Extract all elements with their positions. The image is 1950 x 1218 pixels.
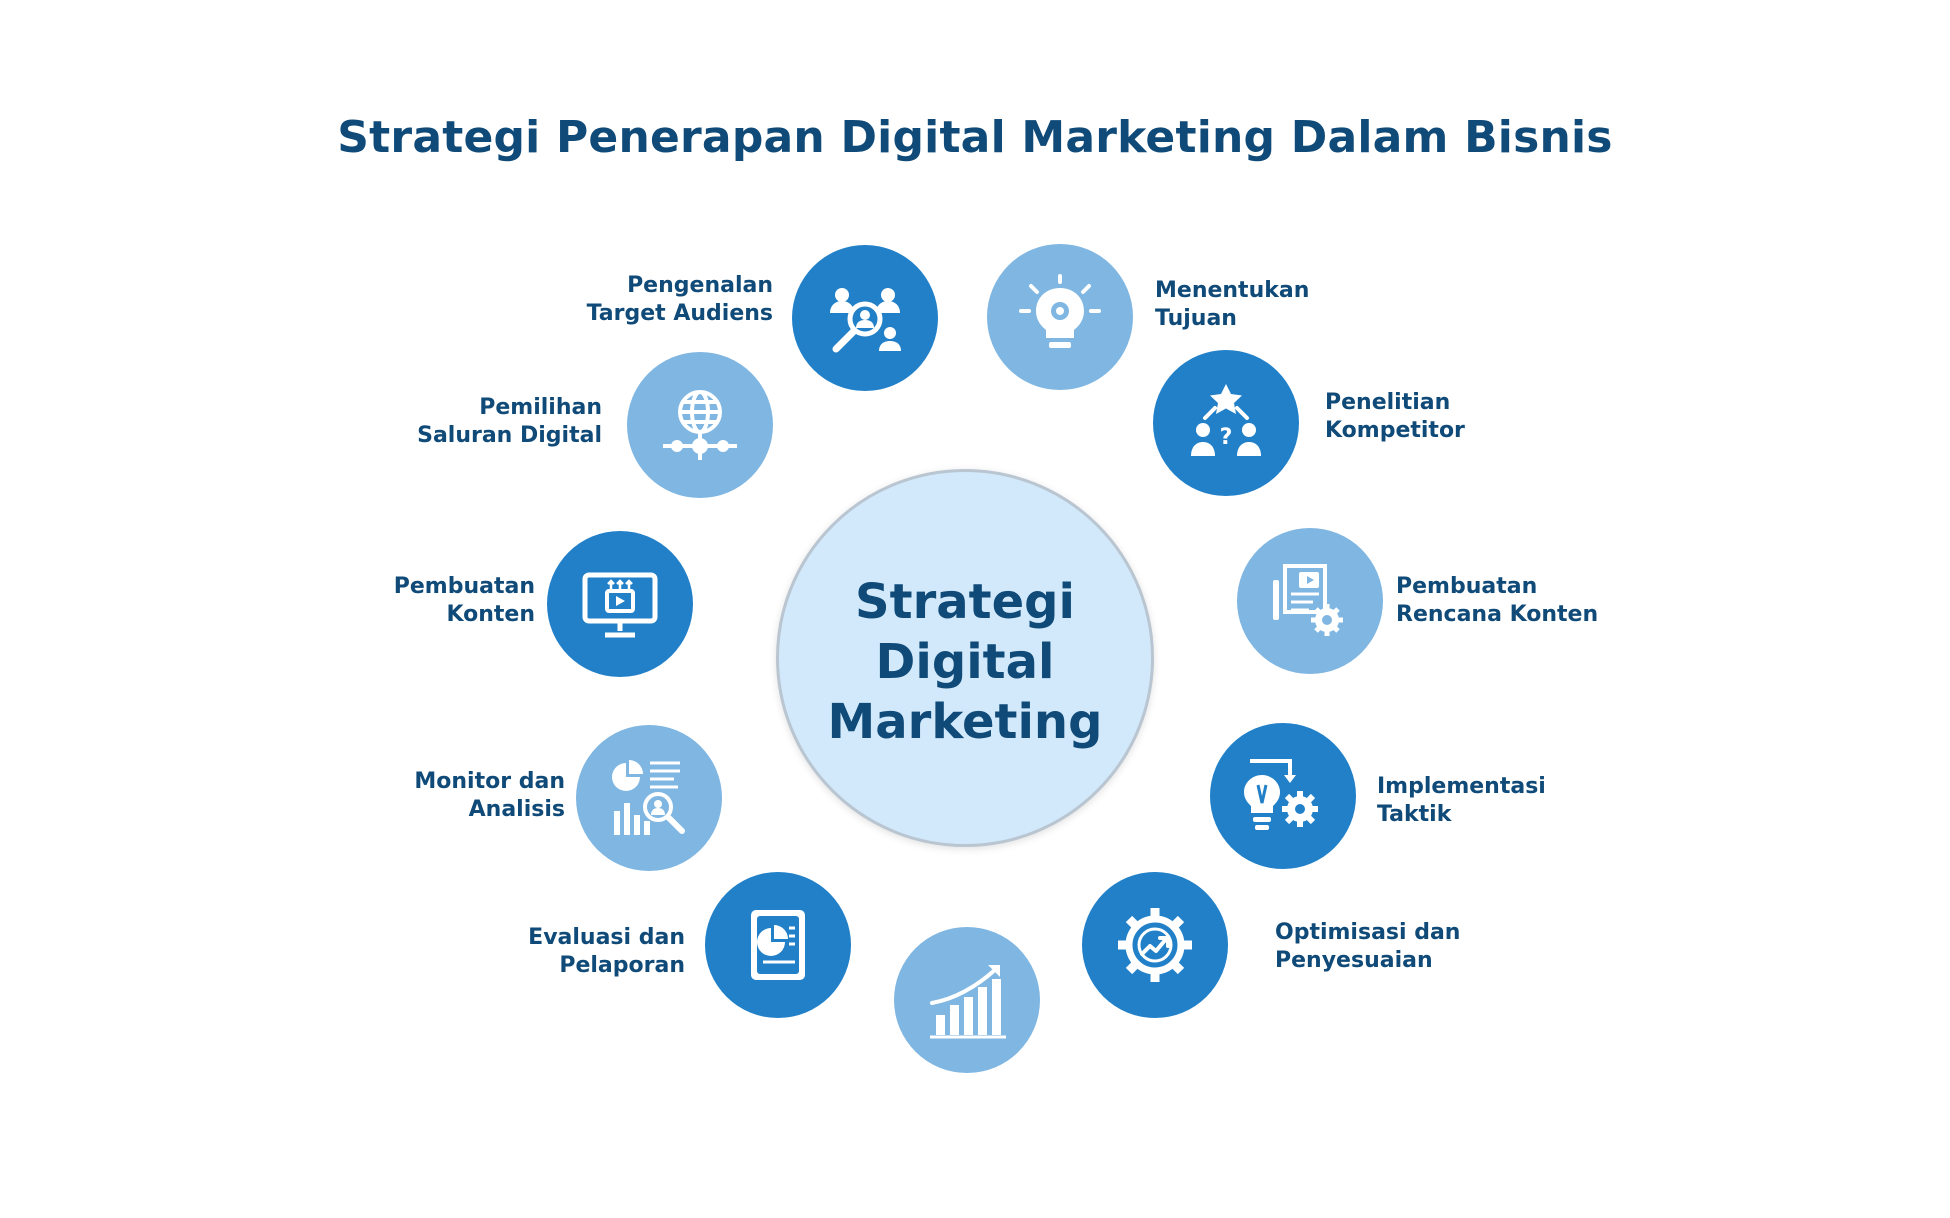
report-chart-icon <box>751 910 805 980</box>
label-line: Pembuatan <box>1396 574 1538 599</box>
label-line: Pelaporan <box>559 953 685 978</box>
node-competitor-research: ? <box>1153 350 1299 496</box>
label-line: Pembuatan <box>393 574 535 599</box>
label-line: Penelitian <box>1325 390 1451 415</box>
label-line: Kompetitor <box>1325 418 1465 443</box>
node-evaluation-reporting <box>705 872 851 1018</box>
label-tactics-implementation: Implementasi Taktik <box>1377 773 1546 829</box>
center-label-line3: Marketing <box>827 694 1103 750</box>
label-line: Saluran Digital <box>417 423 602 448</box>
label-line: Taktik <box>1377 802 1452 827</box>
globe-network-icon <box>663 390 737 460</box>
center-label: Strategi Digital Marketing <box>779 572 1151 752</box>
label-line: Tujuan <box>1155 306 1237 331</box>
label-line: Pemilihan <box>479 395 602 420</box>
label-content-plan: Pembuatan Rencana Konten <box>1396 573 1598 629</box>
label-line: Target Audiens <box>586 301 773 326</box>
label-line: Rencana Konten <box>1396 602 1599 627</box>
lightbulb-gear-icon <box>1019 274 1101 348</box>
label-line: Optimisasi dan <box>1275 920 1461 945</box>
node-optimization <box>1082 872 1228 1018</box>
growth-bar-chart-icon <box>930 965 1006 1039</box>
label-line: Monitor dan <box>414 769 565 794</box>
analytics-search-icon <box>612 760 685 835</box>
label-set-goals: Menentukan Tujuan <box>1155 277 1309 333</box>
label-line: Menentukan <box>1155 278 1310 303</box>
label-digital-channel: Pemilihan Saluran Digital <box>417 394 602 450</box>
center-label-line2: Digital <box>875 634 1055 690</box>
label-line: Pengenalan <box>627 273 773 298</box>
label-line: Evaluasi dan <box>528 925 685 950</box>
label-monitor-analysis: Monitor dan Analisis <box>414 768 565 824</box>
node-growth <box>894 927 1040 1073</box>
node-content-plan <box>1237 528 1383 674</box>
label-line: Implementasi <box>1377 774 1546 799</box>
audience-search-icon <box>830 288 901 353</box>
label-optimization: Optimisasi dan Penyesuaian <box>1275 919 1460 975</box>
node-target-audience <box>792 245 938 391</box>
center-label-line1: Strategi <box>855 574 1075 630</box>
node-monitor-analysis <box>576 725 722 871</box>
label-competitor-research: Penelitian Kompetitor <box>1325 389 1465 445</box>
label-target-audience: Pengenalan Target Audiens <box>587 272 773 328</box>
competitor-star-icon: ? <box>1191 384 1261 456</box>
node-content-creation <box>547 531 693 677</box>
svg-text:?: ? <box>1220 425 1233 450</box>
label-line: Analisis <box>468 797 565 822</box>
label-content-creation: Pembuatan Konten <box>394 573 535 629</box>
label-line: Penyesuaian <box>1275 948 1433 973</box>
node-tactics-implementation <box>1210 723 1356 869</box>
node-digital-channel <box>627 352 773 498</box>
page-title: Strategi Penerapan Digital Marketing Dal… <box>337 112 1613 163</box>
idea-gear-icon <box>1244 759 1318 830</box>
label-evaluation-reporting: Evaluasi dan Pelaporan <box>528 924 685 980</box>
node-set-goals <box>987 244 1133 390</box>
gear-trend-icon <box>1118 908 1192 982</box>
document-gear-icon <box>1273 564 1343 636</box>
monitor-video-icon <box>582 572 658 638</box>
center-circle: Strategi Digital Marketing <box>776 469 1154 847</box>
label-line: Konten <box>446 602 535 627</box>
